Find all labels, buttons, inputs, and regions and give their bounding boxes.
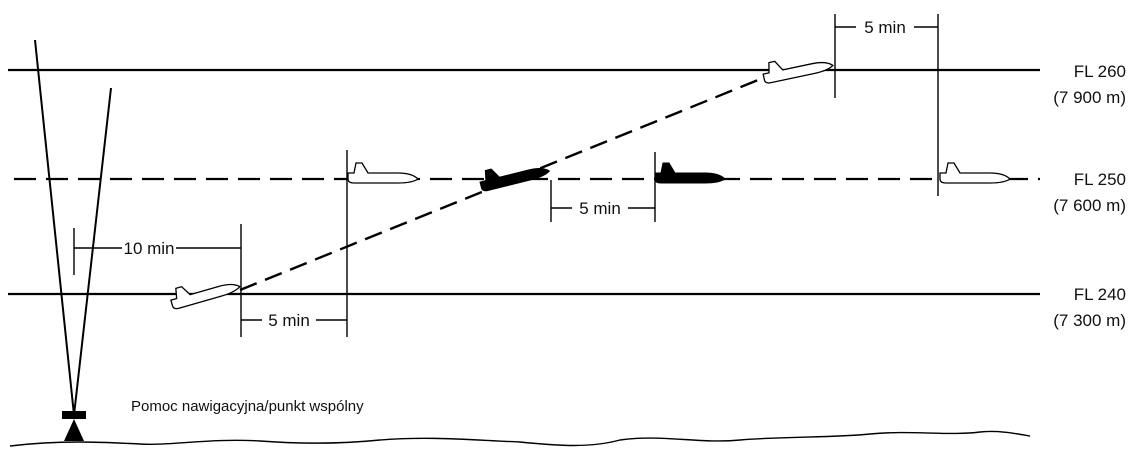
cone-line-right — [73, 87, 112, 416]
fl250-alt: (7 600 m) — [1053, 196, 1126, 215]
fl260-alt: (7 900 m) — [1053, 88, 1126, 107]
fl250-label: FL 250 — [1074, 170, 1126, 189]
fl240-label: FL 240 — [1074, 285, 1126, 304]
interval-10min: 10 min — [74, 239, 241, 258]
fl240-alt: (7 300 m) — [1053, 311, 1126, 330]
interval-5min-top: 5 min — [835, 18, 938, 37]
interval-5min-top-label: 5 min — [864, 18, 906, 37]
aircraft-climbing-start-icon — [167, 270, 242, 311]
aircraft-fl250-solid-icon — [654, 162, 726, 184]
terrain-line — [9, 430, 1031, 447]
interval-5min-low-label: 5 min — [268, 311, 310, 330]
interval-10min-label: 10 min — [123, 239, 174, 258]
aircraft-climbing-mid-icon — [477, 154, 551, 193]
interval-5min-low: 5 min — [241, 311, 347, 330]
aircraft-fl250-outline-left-icon — [347, 162, 419, 184]
fl260-label: FL 260 — [1074, 62, 1126, 81]
nav-aid-icon — [62, 411, 86, 441]
aircraft-fl250-outline-right-icon — [939, 162, 1011, 184]
interval-5min-mid-label: 5 min — [579, 199, 621, 218]
interval-5min-mid: 5 min — [551, 199, 655, 218]
cone-line-left — [34, 39, 75, 416]
nav-aid-label: Pomoc nawigacyjna/punkt wspólny — [131, 398, 364, 415]
aircraft-fl260-climbing-icon — [760, 49, 835, 85]
